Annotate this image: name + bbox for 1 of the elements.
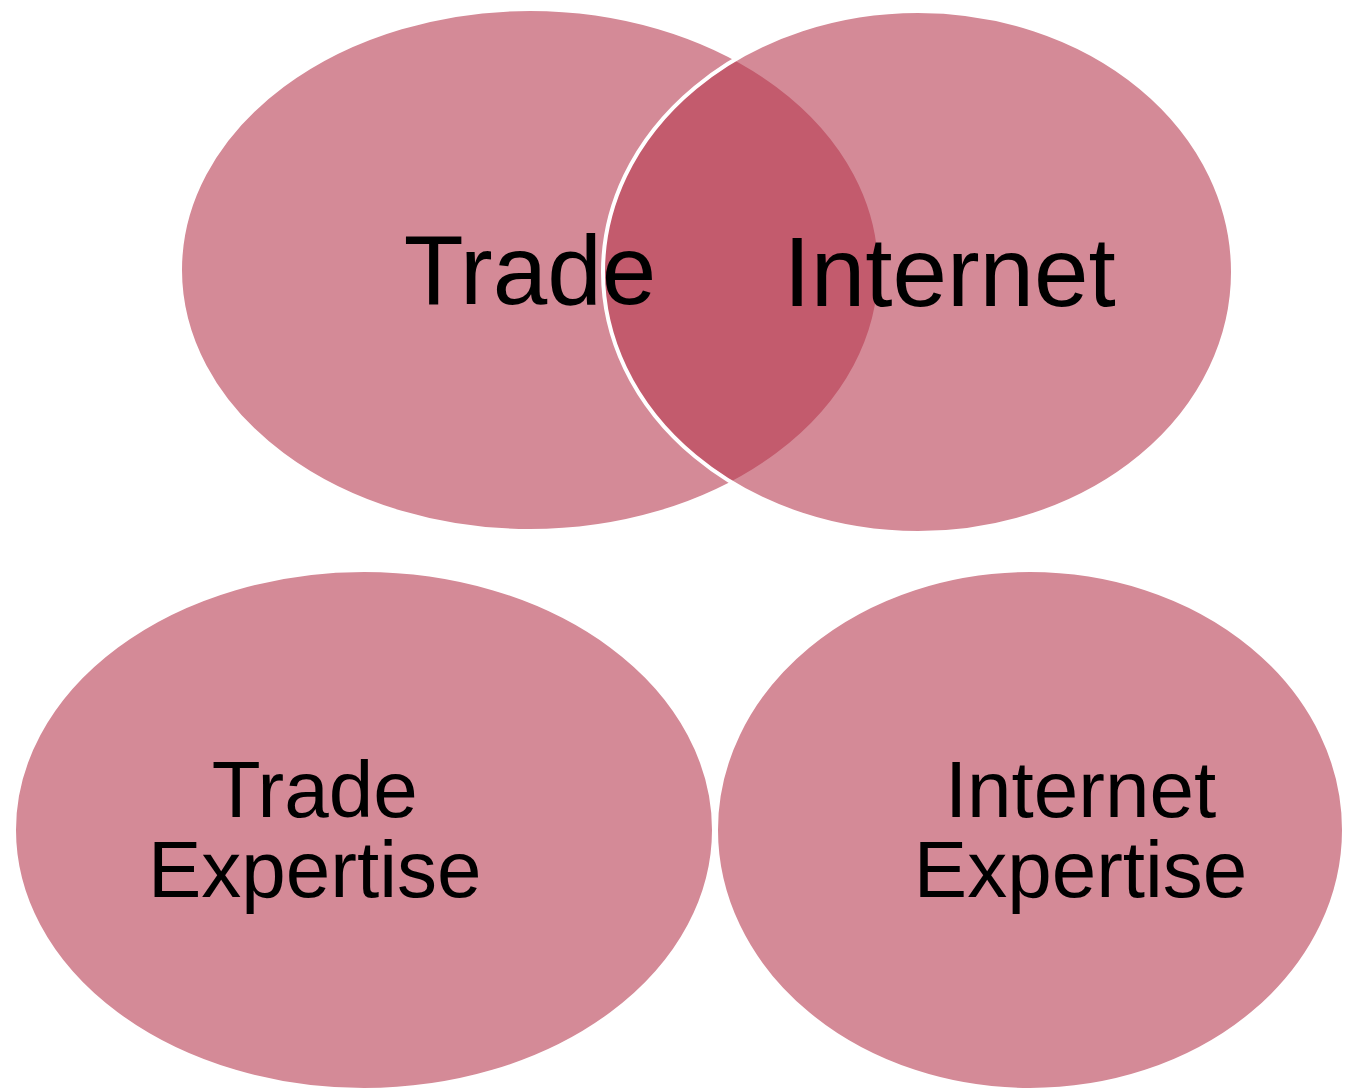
ellipse-label: Internet [782, 223, 1117, 321]
